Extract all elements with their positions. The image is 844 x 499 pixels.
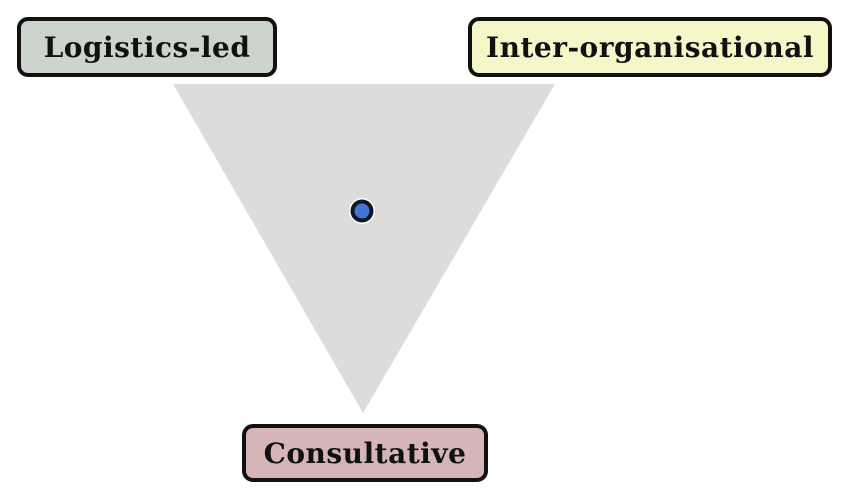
node-consultative: Consultative xyxy=(242,424,488,482)
position-marker-dot xyxy=(350,199,374,223)
node-logistics-led: Logistics-led xyxy=(17,17,277,77)
inverted-triangle xyxy=(173,84,555,413)
node-logistics-led-label: Logistics-led xyxy=(43,30,251,64)
node-inter-organisational-label: Inter-organisational xyxy=(485,30,814,64)
node-inter-organisational: Inter-organisational xyxy=(468,17,832,77)
node-consultative-label: Consultative xyxy=(263,436,467,470)
